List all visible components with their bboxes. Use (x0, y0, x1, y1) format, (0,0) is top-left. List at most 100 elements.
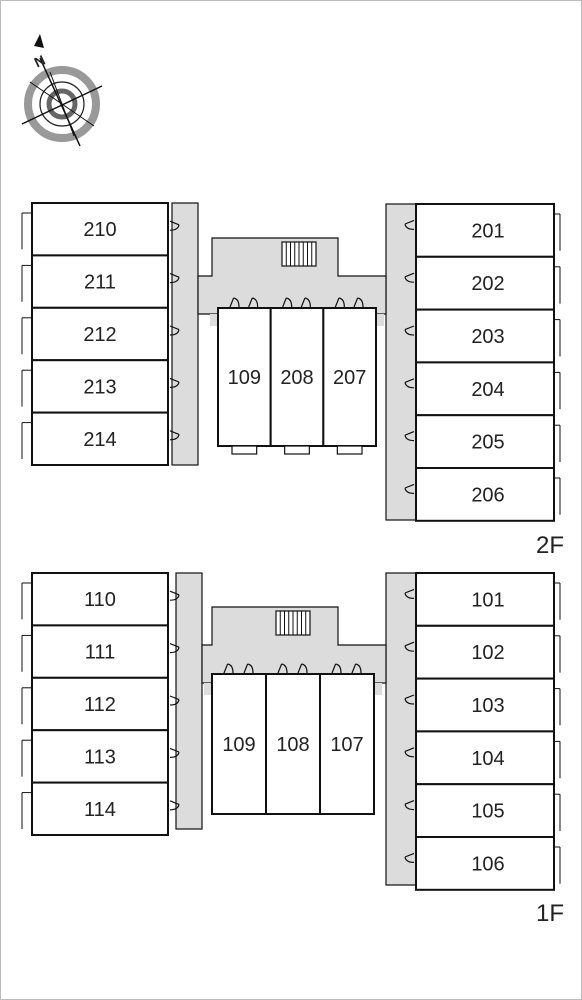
room-number: 105 (471, 801, 504, 823)
room-unit (415, 467, 555, 522)
room-unit (415, 572, 555, 627)
room-number: 112 (84, 694, 116, 716)
door-icon (169, 273, 180, 284)
door-icon (248, 297, 259, 308)
stairs-icon (281, 241, 317, 267)
floor-1f: 110 111 112 113 114 101 102 103 104 105 106 109 108 1… (21, 572, 564, 927)
room-number: 211 (84, 272, 116, 294)
room-number: 207 (333, 367, 366, 389)
room-number: 208 (280, 367, 313, 389)
room-number: 110 (84, 589, 116, 611)
stairs-icon (275, 610, 311, 636)
door-icon (169, 430, 180, 441)
door-icon (169, 590, 180, 601)
room-unit (415, 255, 555, 311)
door-icon (169, 325, 180, 336)
room-unit (415, 624, 555, 680)
door-icon (351, 663, 362, 674)
room-number: 103 (471, 695, 504, 717)
room-number: 114 (84, 799, 116, 821)
room-number: 214 (83, 429, 116, 451)
room-number: 210 (83, 219, 116, 241)
door-icon (243, 663, 254, 674)
room-unit (322, 307, 378, 447)
door-icon (169, 747, 180, 758)
compass-rose-icon: N (21, 34, 103, 147)
door-icon (169, 377, 180, 388)
door-icon (282, 297, 293, 308)
room-unit (217, 307, 272, 447)
room-unit (31, 676, 169, 732)
room-unit (415, 414, 555, 470)
room-number: 106 (471, 853, 504, 875)
north-arrow-icon (34, 34, 44, 48)
door-icon (404, 483, 415, 494)
room-unit (31, 306, 169, 362)
door-icon (169, 695, 180, 706)
door-icon (169, 220, 180, 231)
room-number: 206 (471, 484, 504, 506)
door-icon (223, 663, 234, 674)
door-icon (300, 297, 311, 308)
floor-label: 1F (536, 900, 564, 927)
right-corridor (385, 572, 417, 886)
door-icon (353, 297, 364, 308)
room-unit (415, 203, 555, 258)
room-number: 204 (471, 379, 504, 401)
room-unit (31, 624, 169, 679)
door-icon (169, 800, 180, 811)
room-unit (415, 730, 555, 786)
door-icon (404, 378, 415, 389)
room-number: 202 (471, 273, 504, 295)
floor-label: 2F (536, 532, 564, 559)
door-icon (404, 694, 415, 705)
room-unit (265, 673, 321, 815)
room-number: 203 (471, 326, 504, 348)
door-icon (404, 325, 415, 336)
room-unit (415, 836, 555, 891)
room-number: 108 (276, 734, 309, 756)
room-unit (415, 783, 555, 839)
balcony (231, 445, 258, 455)
door-icon (404, 431, 415, 442)
door-icon (404, 641, 415, 652)
room-number: 101 (471, 589, 504, 611)
door-icon (334, 297, 345, 308)
room-number: 113 (84, 746, 116, 768)
door-icon (277, 663, 288, 674)
door-icon (169, 643, 180, 654)
room-number: 104 (471, 748, 504, 770)
room-number: 201 (471, 220, 504, 242)
room-number: 109 (228, 367, 261, 389)
room-number: 111 (85, 642, 115, 664)
room-unit (319, 673, 375, 815)
door-icon (404, 588, 415, 599)
door-icon (331, 663, 342, 674)
room-number: 213 (83, 376, 116, 398)
door-icon (404, 747, 415, 758)
room-unit (31, 359, 169, 414)
floor-2f: 210 211 212 213 214 201 202 203 204 205 206 109 208 2… (21, 202, 564, 559)
room-number: 109 (222, 734, 255, 756)
door-icon (229, 297, 240, 308)
room-unit (211, 673, 267, 815)
room-unit (415, 677, 555, 733)
balcony (336, 445, 363, 455)
balcony (284, 445, 310, 455)
right-corridor (385, 203, 417, 521)
room-number: 205 (471, 432, 504, 454)
room-number: 107 (330, 734, 363, 756)
door-icon (404, 852, 415, 863)
room-unit (31, 781, 169, 836)
door-icon (297, 663, 308, 674)
door-icon (404, 219, 415, 230)
door-icon (404, 800, 415, 811)
room-unit (31, 729, 169, 784)
room-number: 102 (471, 642, 504, 664)
room-unit (31, 411, 169, 467)
left-corridor (175, 572, 203, 830)
room-unit (269, 307, 325, 447)
room-number: 212 (83, 324, 116, 346)
door-icon (404, 272, 415, 283)
